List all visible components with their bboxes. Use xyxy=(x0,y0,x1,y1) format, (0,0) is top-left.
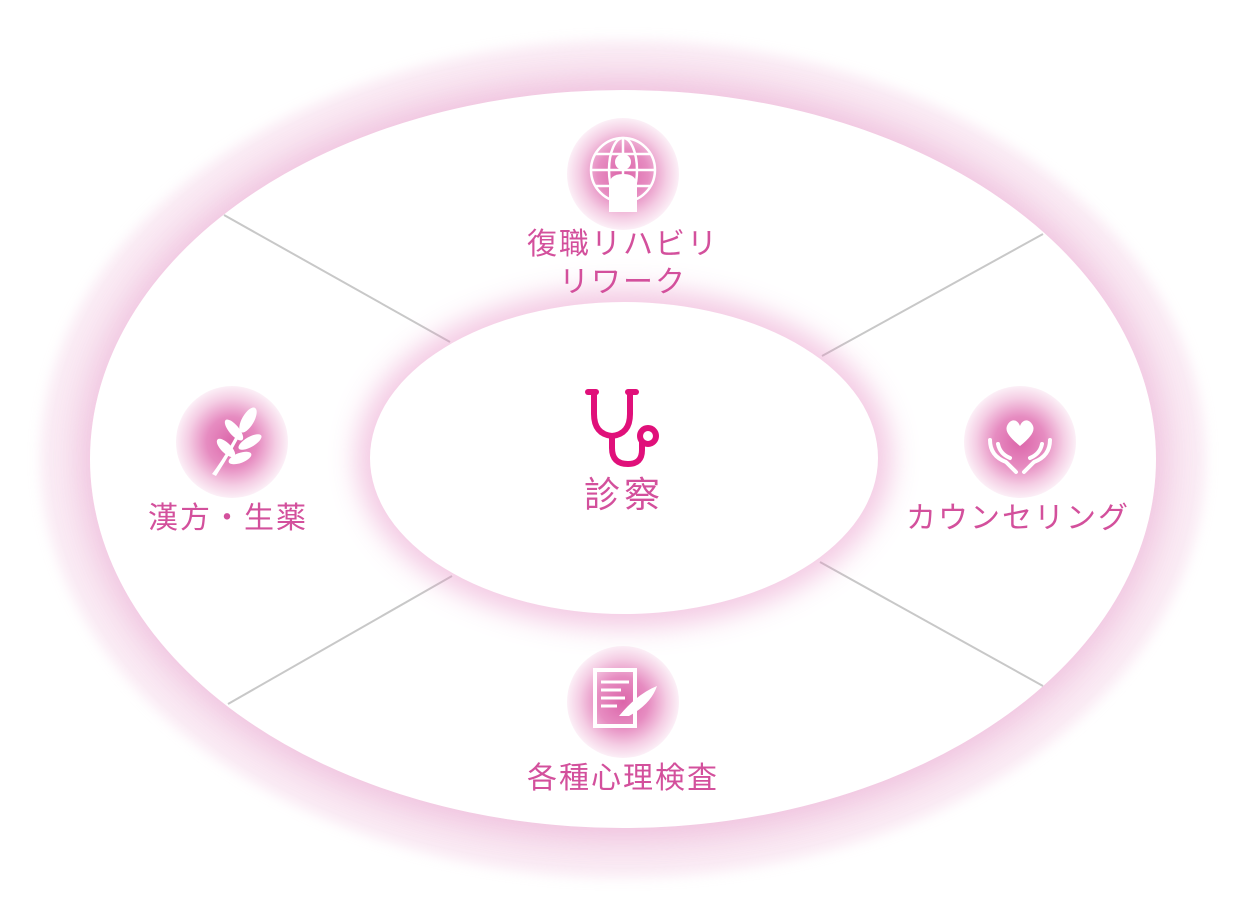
document-quill-icon xyxy=(593,668,657,728)
left-node-label: 漢方・生薬 xyxy=(148,501,308,536)
center-label: 診察 xyxy=(583,475,664,516)
stethoscope-icon xyxy=(585,389,659,468)
heart-in-hands-icon xyxy=(988,420,1052,474)
right-node-badge xyxy=(964,386,1076,498)
top-node-badge xyxy=(567,118,679,230)
bottom-node-label: 各種心理検査 xyxy=(527,761,719,796)
top-node-label-line1: 復職リハビリ xyxy=(527,227,719,262)
divider-line-top-left xyxy=(223,214,451,343)
left-node-badge xyxy=(176,386,288,498)
center-circle xyxy=(370,302,878,614)
divider-line-bottom-right xyxy=(819,561,1044,687)
divider-line-top-right xyxy=(821,233,1044,357)
divider-line-bottom-left xyxy=(227,575,453,705)
globe-person-icon xyxy=(589,136,657,212)
top-node-label-line2: リワーク xyxy=(559,265,687,300)
right-node-label: カウンセリング xyxy=(906,501,1130,536)
leaf-sprig-icon xyxy=(212,407,262,476)
top-node-label: 復職リハビリ リワーク xyxy=(515,226,731,302)
bottom-node-badge xyxy=(567,646,679,758)
